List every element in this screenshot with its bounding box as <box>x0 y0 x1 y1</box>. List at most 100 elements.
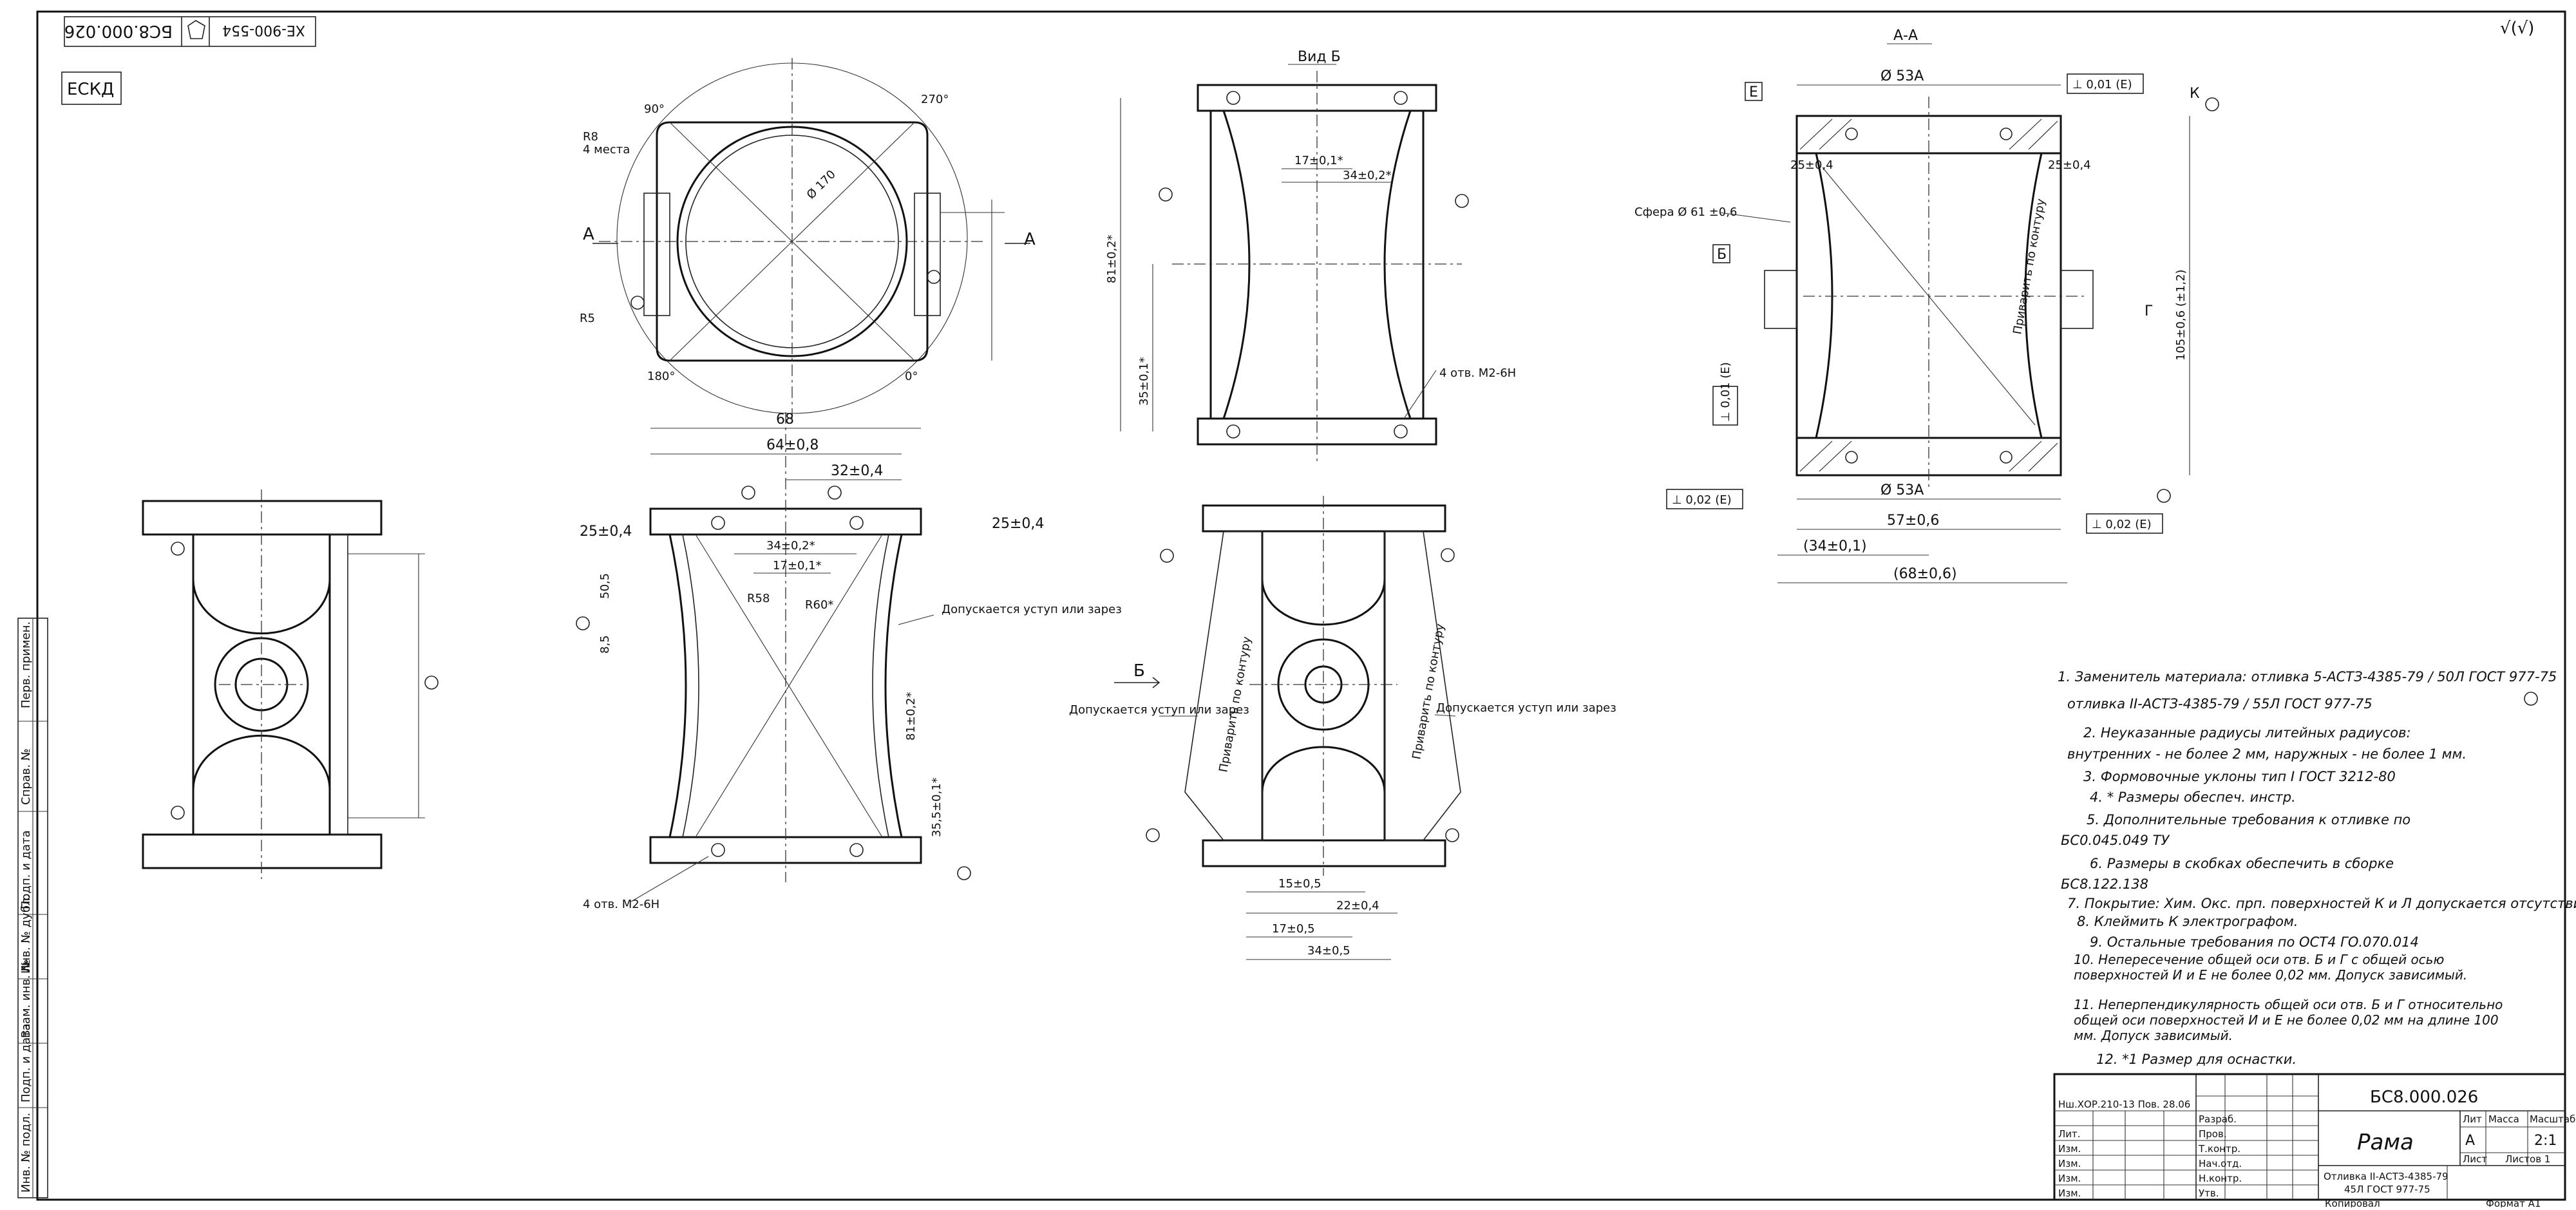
front-bolt-1 <box>711 516 725 530</box>
sec-tol-frame-3 <box>1712 386 1738 426</box>
front-dim-50: 50,5 <box>598 573 612 599</box>
hatch-line <box>2028 442 2058 472</box>
view-b: Вид Б 17±0,1* 34±0,2* 81±0,2* 35±0,1* 4 … <box>1105 49 1516 464</box>
vb-outer-walls <box>1209 111 1425 419</box>
section-aa: А-А Ø 53А Ø 53А 57±0,6 (34±0 <box>1634 28 2219 583</box>
view-b-title: Вид Б <box>1298 49 1341 65</box>
top-r8-label: R8 <box>583 130 598 144</box>
hatch-line <box>2028 120 2058 150</box>
front-dim-8-5: 8,5 <box>598 635 612 654</box>
vb-dim-35: 35±0,1* <box>1137 357 1151 406</box>
sec-callout-bot <box>2157 489 2171 503</box>
sec-top-flange <box>1795 115 2062 155</box>
note-12: 12. *1 Размер для оснастки. <box>2096 1052 2297 1067</box>
sec-tol-frame-2 <box>1666 489 1743 509</box>
left-callout-2 <box>171 806 185 820</box>
side-cut-note-right: Допускается уступ или зарез <box>1436 701 1616 715</box>
tb-doc-number: БС8.000.026 <box>2370 1088 2478 1107</box>
top-left-lug <box>643 193 670 316</box>
tb-scale: 2:1 <box>2534 1133 2557 1149</box>
vb-dim-17: 17±0,1* <box>1294 154 1343 167</box>
front-dim-81: 81±0,2* <box>904 692 918 741</box>
front-dim-25-left: 25±0,4 <box>580 524 632 540</box>
tb-change-6: Изм. <box>2058 1187 2081 1199</box>
vb-callout-2 <box>1455 194 1469 208</box>
tb-sheets-label: Листов 1 <box>2505 1153 2550 1165</box>
vb-holes-label: 4 отв. М2-6Н <box>1439 366 1516 380</box>
hatch-line <box>2009 118 2042 150</box>
front-dim-25-right: 25±0,4 <box>992 516 1044 532</box>
sec-tol-frame-4 <box>2086 513 2163 534</box>
margin-podp-data-2: Подп. и дата <box>19 1023 33 1102</box>
sec-dim-68: (68±0,6) <box>1893 566 1957 582</box>
vb-callout-1 <box>1159 187 1173 202</box>
top-angle-270: 270° <box>921 93 949 106</box>
note-6: 6. Размеры в скобках обеспечить в сборке <box>2090 856 2394 871</box>
vb-bolt-4 <box>1394 424 1408 439</box>
sec-hatch-top <box>1799 118 2058 472</box>
side-upper-arc <box>1261 579 1386 626</box>
sec-tol-3: ⊥ 0,01 (Е) <box>1719 362 1732 422</box>
vb-dim-34: 34±0,2* <box>1343 169 1392 182</box>
note-9: 9. Остальные требования по ОСТ4 ГО.070.0… <box>2090 934 2419 950</box>
note-4: 4. * Размеры обеспеч. инстр. <box>2090 789 2296 805</box>
front-cut-leader <box>898 614 934 625</box>
top-callout-1 <box>630 296 645 310</box>
front-holes-label: 4 отв. М2-6Н <box>583 898 659 911</box>
side-dim-15: 15±0,5 <box>1278 877 1321 891</box>
top-places-label: 4 места <box>583 143 630 156</box>
section-aa-title: А-А <box>1893 28 1918 44</box>
front-cut-note: Допускается уступ или зарез <box>942 603 1122 616</box>
side-callout-4 <box>1445 828 1459 842</box>
tb-change-2: Лит. <box>2058 1128 2081 1140</box>
note-5: 5. Дополнительные требования к отливке п… <box>2087 812 2410 827</box>
sec-dim-53-bot: Ø 53А <box>1880 482 1924 498</box>
notes-callout-12 <box>2524 692 2538 706</box>
side-cut-leader-right <box>1434 714 1456 717</box>
side-callout-3 <box>1146 828 1160 842</box>
side-left-gusset <box>1184 531 1263 841</box>
side-dim-17: 17±0,5 <box>1272 922 1315 936</box>
tb-mass-label: Масса <box>2488 1113 2519 1125</box>
vb-bolt-2 <box>1394 91 1408 105</box>
tb-role-3: Т.контр. <box>2198 1143 2240 1155</box>
tb-copied: Копировал <box>2325 1198 2380 1207</box>
sec-k-label: К <box>2190 86 2200 102</box>
note-3: 3. Формовочные уклоны тип I ГОСТ 3212-80 <box>2083 769 2396 784</box>
note-2: 2. Неуказанные радиусы литейных радиусов… <box>2083 725 2411 741</box>
hatch-line <box>1819 440 1852 472</box>
note-11: 11. Неперпендикулярность общей оси отв. … <box>2074 997 2503 1043</box>
left-bottom-flange <box>142 833 383 869</box>
left-callout-1 <box>171 542 185 556</box>
front-inner-curves <box>682 534 889 838</box>
note-10: 10. Непересечение общей оси отв. Б и Г с… <box>2074 952 2468 983</box>
sec-dim-25-bot: 25±0,4 <box>2048 158 2091 172</box>
hatch-line <box>1819 118 1852 150</box>
sec-b-label: Б <box>1717 247 1727 263</box>
margin-inv-podl: Инв. № подл. <box>19 1113 33 1193</box>
sec-tol-4: ⊥ 0,02 (Е) <box>2092 518 2152 531</box>
tb-role-1: Разраб. <box>2199 1113 2237 1125</box>
vb-bolt-3 <box>1226 424 1240 439</box>
side-dim-34: 34±0,5 <box>1307 944 1350 958</box>
note-5b: БС0.045.049 ТУ <box>2061 833 2170 848</box>
side-callout-2 <box>1441 548 1455 562</box>
technical-notes: 1. Заменитель материала: отливка 5-АСТЗ-… <box>2058 669 2576 1067</box>
top-right-lug <box>914 193 941 316</box>
front-dim-355: 35,5±0,1* <box>930 777 943 837</box>
tb-litera-label: Лит <box>2463 1113 2482 1125</box>
sec-bolt-1 <box>1845 128 1858 140</box>
tb-role-6: Утв. <box>2199 1187 2219 1199</box>
side-right-gusset <box>1384 531 1461 841</box>
roughness-mark: √(√) <box>2500 19 2534 38</box>
sec-bolt-2 <box>2000 128 2012 140</box>
left-upper-arc <box>192 579 331 635</box>
top-callout-2 <box>927 270 941 284</box>
side-dim-22: 22±0,4 <box>1336 899 1379 912</box>
tb-format: Формат А1 <box>2486 1198 2541 1207</box>
front-callout-14 <box>741 486 755 500</box>
front-bolt-2 <box>849 516 864 530</box>
top-angle-0: 0° <box>905 370 918 383</box>
sec-bolt-4 <box>2000 451 2012 464</box>
top-stamp-box <box>64 16 316 47</box>
